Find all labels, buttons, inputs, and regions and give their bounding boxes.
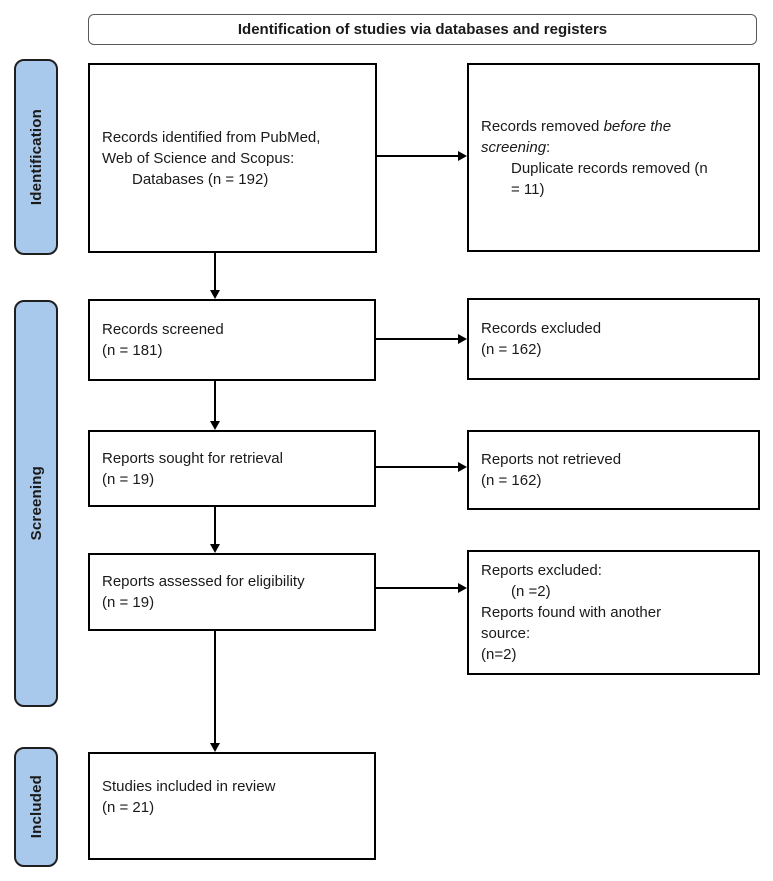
arrow-sought-to-not-retrieved bbox=[376, 462, 467, 472]
arrow-assessed-to-included bbox=[210, 631, 220, 752]
box-text-segment: : bbox=[546, 138, 551, 156]
box-records-excluded: Records excluded (n = 162) bbox=[467, 298, 760, 380]
box-text-line: (n =2) bbox=[511, 583, 551, 600]
box-studies-included: Studies included in review (n = 21) bbox=[88, 752, 376, 860]
box-reports-not-retrieved: Reports not retrieved (n = 162) bbox=[467, 430, 760, 510]
box-text-segment-italic: screening bbox=[481, 138, 547, 156]
box-records-removed: Records removed before the screening: Du… bbox=[467, 63, 760, 252]
arrow-assessed-to-excluded bbox=[376, 583, 467, 593]
box-text-line: Records screened bbox=[102, 321, 224, 338]
box-text-line: source: bbox=[481, 625, 531, 642]
arrow-sought-to-assessed bbox=[210, 507, 220, 553]
box-text-line: (n=2) bbox=[481, 646, 517, 663]
box-text-line: Records removed before the bbox=[481, 116, 748, 137]
box-text-line: (n = 181) bbox=[102, 342, 163, 359]
box-text-line: (n = 21) bbox=[102, 799, 155, 816]
box-text-line: Web of Science and Scopus: bbox=[102, 149, 295, 167]
box-text-line: Duplicate records removed (n bbox=[511, 159, 708, 177]
stage-label-identification: Identification bbox=[14, 59, 58, 255]
box-text-line: (n = 162) bbox=[481, 341, 542, 358]
diagram-header: Identification of studies via databases … bbox=[88, 14, 757, 45]
box-reports-excluded: Reports excluded: (n =2) Reports found w… bbox=[467, 550, 760, 675]
box-text-line: Reports excluded: bbox=[481, 562, 602, 579]
box-text-line: (n = 19) bbox=[102, 594, 155, 611]
arrow-identified-to-removed bbox=[377, 151, 467, 161]
box-text-line: Records identified from PubMed, bbox=[102, 128, 321, 146]
box-records-identified: Records identified from PubMed, Web of S… bbox=[88, 63, 377, 253]
stage-label-screening: Screening bbox=[14, 300, 58, 707]
box-text-line: (n = 19) bbox=[102, 470, 155, 488]
stage-label-screening-text: Screening bbox=[27, 466, 45, 541]
box-text-line: = 11) bbox=[511, 180, 545, 198]
box-text-line: Reports sought for retrieval bbox=[102, 449, 283, 467]
stage-label-included: Included bbox=[14, 747, 58, 867]
box-text-line: Reports assessed for eligibility bbox=[102, 573, 305, 590]
box-text-line: Reports found with another bbox=[481, 604, 662, 621]
box-records-screened: Records screened (n = 181) bbox=[88, 299, 376, 381]
box-text-line: Records excluded bbox=[481, 320, 602, 337]
box-reports-sought: Reports sought for retrieval (n = 19) bbox=[88, 430, 376, 507]
box-text-line: screening: bbox=[481, 137, 748, 158]
stage-label-included-text: Included bbox=[27, 775, 45, 839]
box-text-line: (n = 162) bbox=[481, 472, 542, 489]
box-text-line: Databases (n = 192) bbox=[132, 170, 269, 188]
box-text-line: Reports not retrieved bbox=[481, 451, 622, 468]
box-text-segment-italic: before the bbox=[603, 117, 672, 135]
stage-label-identification-text: Identification bbox=[27, 108, 45, 206]
arrow-screened-to-excluded bbox=[376, 334, 467, 344]
box-text-segment: Records removed bbox=[481, 117, 604, 135]
box-reports-assessed: Reports assessed for eligibility (n = 19… bbox=[88, 553, 376, 631]
diagram-title: Identification of studies via databases … bbox=[237, 21, 608, 38]
box-text-line: Studies included in review bbox=[102, 778, 276, 795]
arrow-screened-to-sought bbox=[210, 381, 220, 430]
arrow-identified-to-screened bbox=[210, 253, 220, 299]
